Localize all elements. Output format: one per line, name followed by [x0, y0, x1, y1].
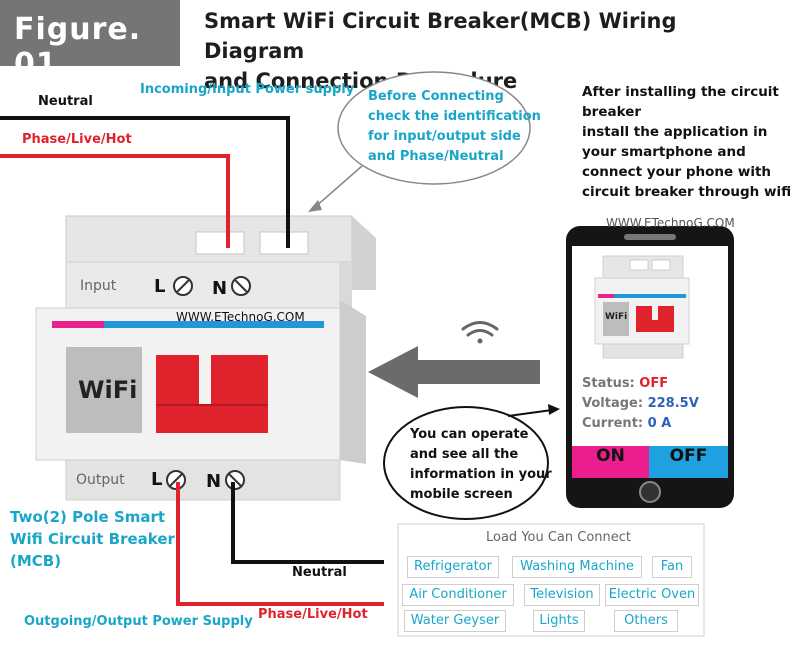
wifi-signal-icon [461, 321, 499, 344]
figure-badge: Figure. 01 [0, 0, 180, 82]
callout-ellipse [337, 71, 531, 185]
callout-text: Before Connecting check the identificati… [368, 89, 541, 164]
neutral-bottom-label: Neutral [292, 565, 347, 580]
terminal-n-bottom: N [206, 471, 222, 492]
current-value: 0 A [647, 416, 672, 431]
voltage-row: Voltage: 228.5V [582, 396, 699, 411]
phase-input-wire [0, 154, 230, 248]
mcb-name-label: Two(2) Pole Smart Wifi Circuit Breaker (… [10, 508, 175, 570]
mcb-side-mid [340, 262, 352, 308]
phase-bottom-label: Phase/Live/Hot [258, 607, 368, 622]
wifi-badge [66, 347, 142, 433]
callout-arrowhead [308, 200, 322, 212]
figure-label: Figure. 01 [14, 12, 142, 82]
signal-arrow [368, 346, 540, 398]
switch-gap [199, 355, 211, 405]
terminal-n-top: N [212, 278, 228, 299]
load-chip: Water Geyser [404, 610, 506, 632]
voltage-value: 228.5V [647, 396, 699, 411]
mcb-side-front [340, 300, 366, 464]
status-value: OFF [639, 376, 669, 391]
load-chip: Air Conditioner [402, 584, 514, 606]
watermark-device: WWW.ETechnoG.COM [176, 310, 305, 324]
terminal-l-top: L [154, 276, 166, 297]
load-chip: Lights [533, 610, 585, 632]
phase-top-label: Phase/Live/Hot [22, 132, 132, 147]
load-chip: Washing Machine [512, 556, 642, 578]
input-slot-l [195, 231, 245, 255]
callout-pointer [313, 165, 363, 209]
on-button[interactable]: ON [596, 446, 625, 466]
neutral-output-wire [231, 482, 384, 564]
info-bubble [383, 406, 549, 520]
home-button-icon[interactable] [639, 481, 661, 503]
mini-wifi-label: WiFi [605, 312, 628, 322]
blue-strip [104, 321, 324, 328]
load-chip: Others [614, 610, 678, 632]
load-chip: Refrigerator [407, 556, 499, 578]
terminal-l-bottom: L [151, 469, 163, 490]
load-chip: Fan [652, 556, 692, 578]
load-chip: Electric Oven [605, 584, 699, 606]
on-button-bg [572, 446, 649, 478]
outgoing-label: Outgoing/Output Power Supply [24, 614, 253, 629]
load-chip: Television [524, 584, 600, 606]
neutral-top-label: Neutral [38, 94, 93, 109]
mcb-output-panel [65, 459, 341, 501]
wifi-badge-label: WiFi [78, 376, 138, 404]
title-line-1: Smart WiFi Circuit Breaker(MCB) Wiring D… [204, 9, 677, 63]
bubble-text: You can operate and see all the informat… [410, 427, 552, 502]
input-slot-n [259, 231, 309, 255]
mcb-side-top [352, 216, 376, 290]
instruction-note: After installing the circuit breaker ins… [582, 84, 792, 200]
status-row: Status: OFF [582, 376, 669, 391]
neutral-input-wire [0, 116, 290, 248]
mini-wifi-badge [603, 302, 629, 336]
incoming-label: Incoming/Input Power supply [140, 82, 355, 97]
phone-speaker [624, 234, 676, 240]
off-button[interactable]: OFF [669, 446, 708, 466]
watermark-phone: WWW.ETechnoG.COM [606, 216, 735, 230]
output-label: Output [76, 472, 125, 488]
magenta-strip [52, 321, 104, 328]
input-label: Input [80, 278, 117, 294]
bubble-pointer [507, 409, 553, 417]
bubble-arrowhead [548, 404, 560, 415]
phase-output-wire [176, 482, 384, 606]
mcb-device [35, 215, 376, 501]
smartphone [566, 226, 734, 508]
switch-lever-area [156, 355, 268, 405]
loads-title: Load You Can Connect [486, 530, 632, 545]
off-button-bg [649, 446, 728, 478]
screw-n-top-icon [231, 276, 251, 296]
current-row: Current: 0 A [582, 416, 672, 431]
screw-l-top-icon [173, 276, 193, 296]
